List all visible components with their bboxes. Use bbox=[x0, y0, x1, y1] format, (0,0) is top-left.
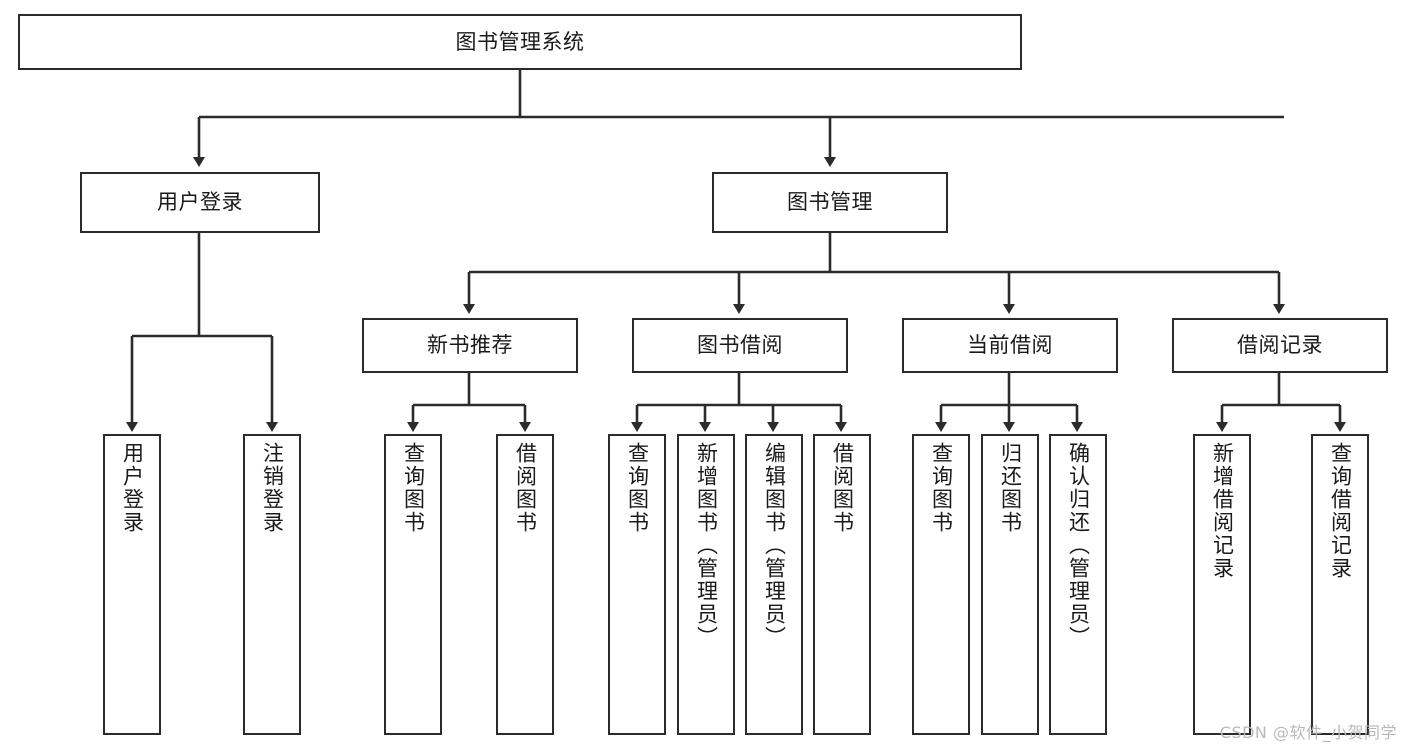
node-book-manage-label: 图书管理 bbox=[787, 190, 873, 215]
leaf-current-borrow-3[interactable]: 确认归还（管理员） bbox=[1049, 434, 1107, 735]
node-root-label: 图书管理系统 bbox=[455, 29, 585, 54]
leaf-label: 编辑图书（管理员） bbox=[762, 442, 787, 649]
leaf-label: 查询图书 bbox=[625, 442, 650, 534]
node-current-borrow[interactable]: 当前借阅 bbox=[902, 318, 1118, 373]
leaf-label: 归还图书 bbox=[998, 442, 1023, 534]
node-user-login-label: 用户登录 bbox=[157, 190, 243, 215]
leaf-book-borrow-2[interactable]: 新增图书（管理员） bbox=[677, 434, 735, 735]
leaf-label: 借阅图书 bbox=[830, 442, 855, 534]
node-borrow-record[interactable]: 借阅记录 bbox=[1172, 318, 1388, 373]
leaf-user-login-1[interactable]: 用户登录 bbox=[103, 434, 161, 735]
node-user-login[interactable]: 用户登录 bbox=[80, 172, 320, 233]
leaf-label: 查询图书 bbox=[929, 442, 954, 534]
leaf-borrow-record-2[interactable]: 查询借阅记录 bbox=[1311, 434, 1369, 735]
leaf-current-borrow-2[interactable]: 归还图书 bbox=[981, 434, 1039, 735]
node-current-borrow-label: 当前借阅 bbox=[967, 333, 1053, 358]
leaf-user-login-2[interactable]: 注销登录 bbox=[243, 434, 301, 735]
leaf-book-borrow-4[interactable]: 借阅图书 bbox=[813, 434, 871, 735]
node-new-book-recommend-label: 新书推荐 bbox=[427, 333, 513, 358]
leaf-new-book-2[interactable]: 借阅图书 bbox=[496, 434, 554, 735]
leaf-label: 查询图书 bbox=[401, 442, 426, 534]
node-book-borrow[interactable]: 图书借阅 bbox=[632, 318, 848, 373]
watermark: CSDN @软件_小贺同学 bbox=[1219, 723, 1397, 742]
leaf-book-borrow-3[interactable]: 编辑图书（管理员） bbox=[745, 434, 803, 735]
leaf-label: 新增借阅记录 bbox=[1210, 442, 1235, 580]
leaf-label: 查询借阅记录 bbox=[1328, 442, 1353, 580]
leaf-label: 借阅图书 bbox=[513, 442, 538, 534]
leaf-label: 注销登录 bbox=[260, 442, 285, 534]
leaf-new-book-1[interactable]: 查询图书 bbox=[384, 434, 442, 735]
leaf-book-borrow-1[interactable]: 查询图书 bbox=[608, 434, 666, 735]
node-book-borrow-label: 图书借阅 bbox=[697, 333, 783, 358]
leaf-label: 新增图书（管理员） bbox=[694, 442, 719, 649]
leaf-label: 用户登录 bbox=[120, 442, 145, 534]
leaf-current-borrow-1[interactable]: 查询图书 bbox=[912, 434, 970, 735]
leaf-label: 确认归还（管理员） bbox=[1066, 442, 1091, 649]
node-new-book-recommend[interactable]: 新书推荐 bbox=[362, 318, 578, 373]
leaf-borrow-record-1[interactable]: 新增借阅记录 bbox=[1193, 434, 1251, 735]
node-borrow-record-label: 借阅记录 bbox=[1237, 333, 1323, 358]
node-book-manage[interactable]: 图书管理 bbox=[712, 172, 948, 233]
node-root[interactable]: 图书管理系统 bbox=[18, 14, 1022, 70]
